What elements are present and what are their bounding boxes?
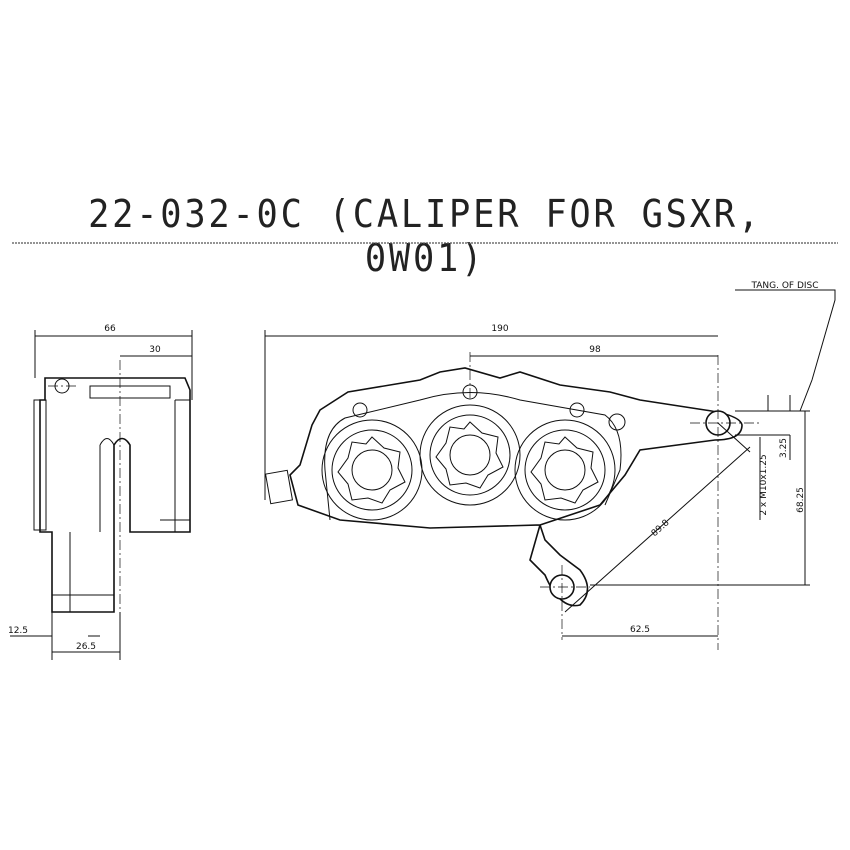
tangent-of-disc-note: TANG. OF DISC: [750, 281, 818, 291]
piston-2: [419, 404, 521, 506]
dim-26-5: 26.5: [76, 642, 96, 652]
dim-62-5: 62.5: [630, 625, 650, 635]
dim-66: 66: [104, 324, 116, 334]
dimension-lines: [10, 289, 836, 660]
dim-68-25: 68.25: [796, 487, 806, 513]
piston-3: [514, 419, 616, 521]
side-view: [33, 360, 191, 640]
dim-98: 98: [589, 345, 601, 355]
dim-12-5: 12.5: [8, 626, 28, 636]
dim-190: 190: [491, 324, 508, 334]
thread-spec: 2 x M10x1.25: [759, 454, 769, 515]
dim-89-8: 89.8: [650, 518, 672, 539]
dim-3-25: 3.25: [779, 438, 789, 458]
dim-30: 30: [149, 345, 161, 355]
piston-1: [321, 419, 423, 521]
caliper-front-view: [264, 352, 760, 650]
